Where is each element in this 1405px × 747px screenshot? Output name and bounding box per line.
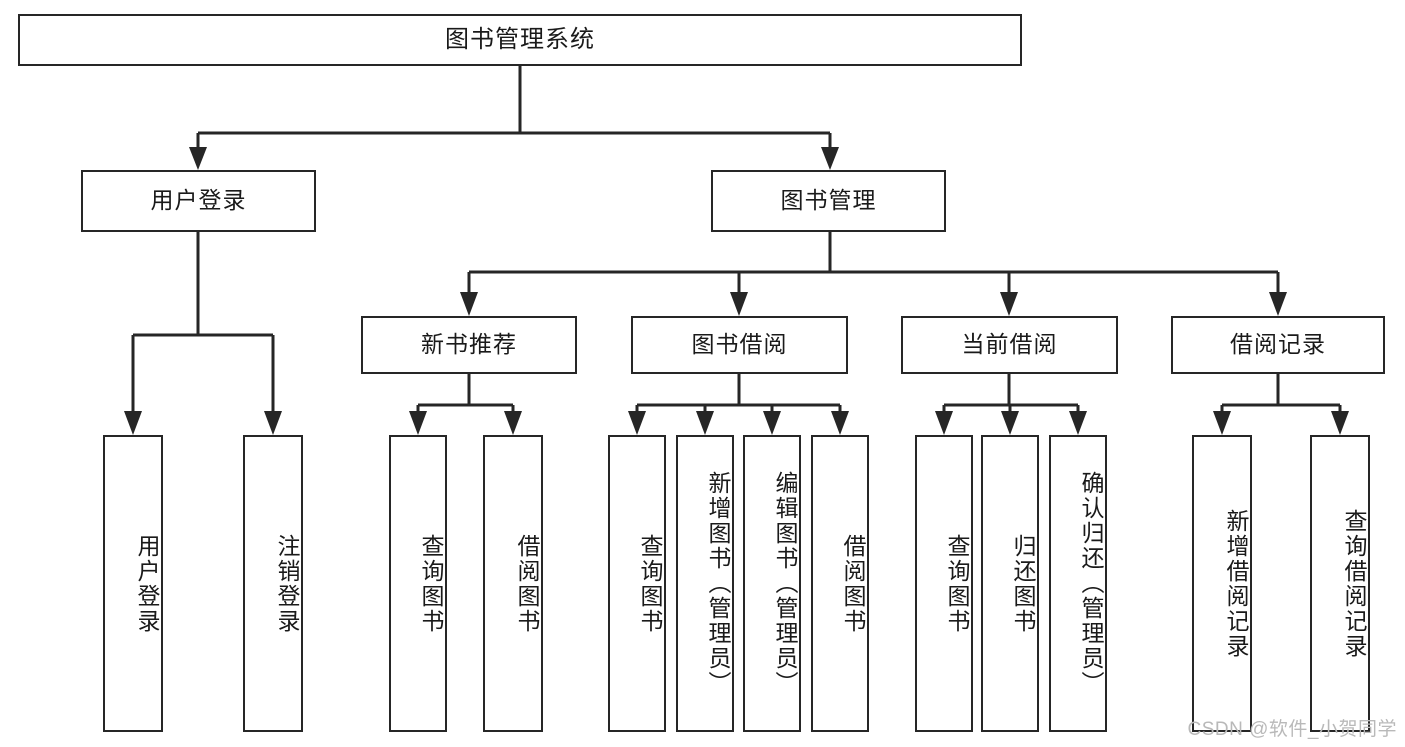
arrow-leaf-edit-book [763, 411, 781, 435]
leaf-label: 编辑图书（管理员） [772, 471, 798, 696]
leaf-label: 归还图书 [1010, 533, 1036, 634]
arrow-leaf-query-book-borrow [628, 411, 646, 435]
arrow-leaf-borrow-book-rec [504, 411, 522, 435]
node-leaf-borrow-book[interactable]: 借阅图书 [811, 435, 869, 732]
node-user-login[interactable]: 用户登录 [81, 170, 316, 232]
leaf-label: 查询图书 [637, 533, 663, 634]
arrow-leaf-add-book [696, 411, 714, 435]
leaf-label: 查询借阅记录 [1341, 508, 1367, 659]
arrow-leaf-query-book-rec [409, 411, 427, 435]
arrow-book-borrow [730, 292, 748, 316]
arrow-current-borrow [1000, 292, 1018, 316]
leaf-label: 新增图书（管理员） [705, 471, 731, 696]
arrow-leaf-query-record [1331, 411, 1349, 435]
leaf-label: 用户登录 [134, 533, 160, 634]
node-leaf-add-record[interactable]: 新增借阅记录 [1192, 435, 1252, 732]
node-leaf-confirm-return[interactable]: 确认归还（管理员） [1049, 435, 1107, 732]
node-new-book-recommend[interactable]: 新书推荐 [361, 316, 577, 374]
node-root-system[interactable]: 图书管理系统 [18, 14, 1022, 66]
leaf-label: 查询图书 [418, 533, 444, 634]
node-leaf-add-book[interactable]: 新增图书（管理员） [676, 435, 734, 732]
arrow-new-book-recommend [460, 292, 478, 316]
node-leaf-borrow-book-rec[interactable]: 借阅图书 [483, 435, 543, 732]
arrow-leaf-confirm-return [1069, 411, 1087, 435]
leaf-label: 查询图书 [944, 533, 970, 634]
node-leaf-query-book-borrow[interactable]: 查询图书 [608, 435, 666, 732]
arrow-leaf-borrow-book [831, 411, 849, 435]
arrow-leaf-logout [264, 411, 282, 435]
arrow-leaf-add-record [1213, 411, 1231, 435]
leaf-label: 借阅图书 [514, 533, 540, 634]
node-leaf-user-login[interactable]: 用户登录 [103, 435, 163, 732]
leaf-label: 确认归还（管理员） [1078, 471, 1104, 696]
node-leaf-edit-book[interactable]: 编辑图书（管理员） [743, 435, 801, 732]
node-book-borrow[interactable]: 图书借阅 [631, 316, 848, 374]
node-leaf-return-book[interactable]: 归还图书 [981, 435, 1039, 732]
node-leaf-logout[interactable]: 注销登录 [243, 435, 303, 732]
arrow-borrow-record [1269, 292, 1287, 316]
csdn-watermark: CSDN @软件_小贺同学 [1187, 719, 1397, 740]
node-leaf-query-book-rec[interactable]: 查询图书 [389, 435, 447, 732]
arrow-leaf-query-book-cur [935, 411, 953, 435]
leaf-label: 注销登录 [274, 533, 300, 634]
arrow-user-login [189, 147, 207, 170]
arrow-book-manage [821, 147, 839, 170]
arrow-leaf-user-login [124, 411, 142, 435]
node-borrow-record[interactable]: 借阅记录 [1171, 316, 1385, 374]
leaf-label: 新增借阅记录 [1223, 508, 1249, 659]
arrow-leaf-return-book [1001, 411, 1019, 435]
node-leaf-query-record[interactable]: 查询借阅记录 [1310, 435, 1370, 732]
node-leaf-query-book-cur[interactable]: 查询图书 [915, 435, 973, 732]
node-current-borrow[interactable]: 当前借阅 [901, 316, 1118, 374]
leaf-label: 借阅图书 [840, 533, 866, 634]
node-book-manage[interactable]: 图书管理 [711, 170, 946, 232]
